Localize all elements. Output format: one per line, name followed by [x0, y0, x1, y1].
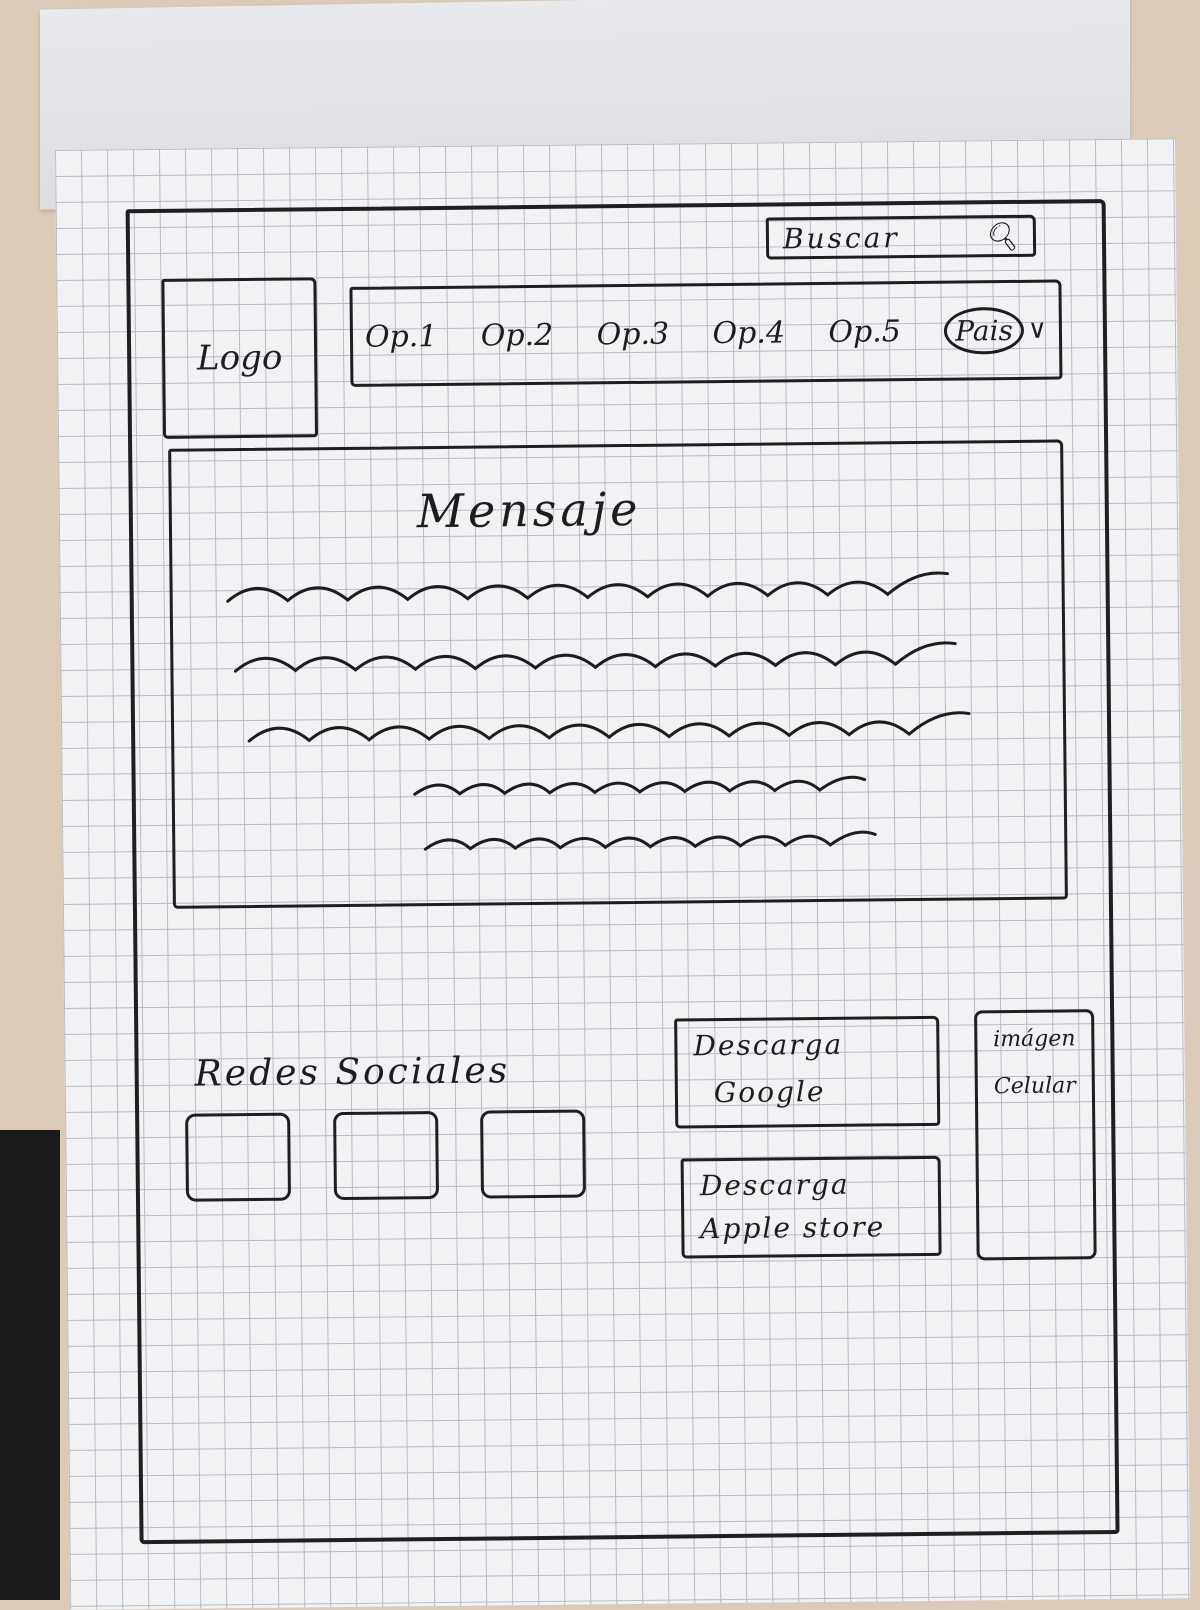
- social-icon-3[interactable]: [480, 1109, 586, 1199]
- nav-item-op1[interactable]: Op.1: [364, 318, 438, 355]
- text-line-2: [233, 641, 957, 673]
- social-icon-2[interactable]: [333, 1111, 440, 1201]
- nav-item-op4[interactable]: Op.4: [712, 314, 786, 351]
- nav-item-op3[interactable]: Op.3: [596, 316, 670, 352]
- message-placeholder-lines: [226, 571, 971, 851]
- phone-line1: imágen: [993, 1026, 1076, 1053]
- country-label: Pais: [943, 306, 1025, 355]
- logo[interactable]: Logo: [161, 277, 319, 439]
- grid-paper: Buscar 🔍︎ Logo Op.1 Op.2 Op.3 Op.4 Op.5 …: [55, 138, 1191, 1610]
- social-icon-1[interactable]: [185, 1112, 292, 1202]
- text-line-3: [247, 711, 971, 743]
- country-selector[interactable]: Pais ∨: [943, 306, 1048, 355]
- download-apple-line2: Apple store: [700, 1210, 886, 1246]
- nav-bar: Op.1 Op.2 Op.3 Op.4 Op.5 Pais ∨: [349, 279, 1063, 387]
- download-apple-button[interactable]: Descarga Apple store: [680, 1155, 942, 1259]
- text-line-4: [413, 775, 867, 796]
- chevron-down-icon: ∨: [1027, 314, 1048, 345]
- phone-line2: Celular: [993, 1073, 1076, 1100]
- download-google-line1: Descarga: [693, 1027, 844, 1063]
- text-line-1: [226, 571, 949, 603]
- nav-item-op5[interactable]: Op.5: [828, 313, 901, 350]
- download-google-line2: Google: [713, 1074, 826, 1110]
- search-icon[interactable]: 🔍︎: [983, 219, 1020, 253]
- message-panel: Mensaje: [168, 439, 1068, 909]
- phone-image-placeholder: imágen Celular: [974, 1009, 1097, 1261]
- download-google-button[interactable]: Descarga Google: [674, 1015, 941, 1129]
- text-line-5: [423, 830, 877, 851]
- search-bar[interactable]: Buscar 🔍︎: [765, 214, 1037, 260]
- search-label: Buscar: [782, 220, 900, 255]
- desk-background: [0, 1130, 60, 1600]
- social-title: Redes Sociales: [194, 1050, 511, 1095]
- nav-item-op2[interactable]: Op.2: [480, 317, 554, 354]
- download-apple-line1: Descarga: [699, 1167, 850, 1203]
